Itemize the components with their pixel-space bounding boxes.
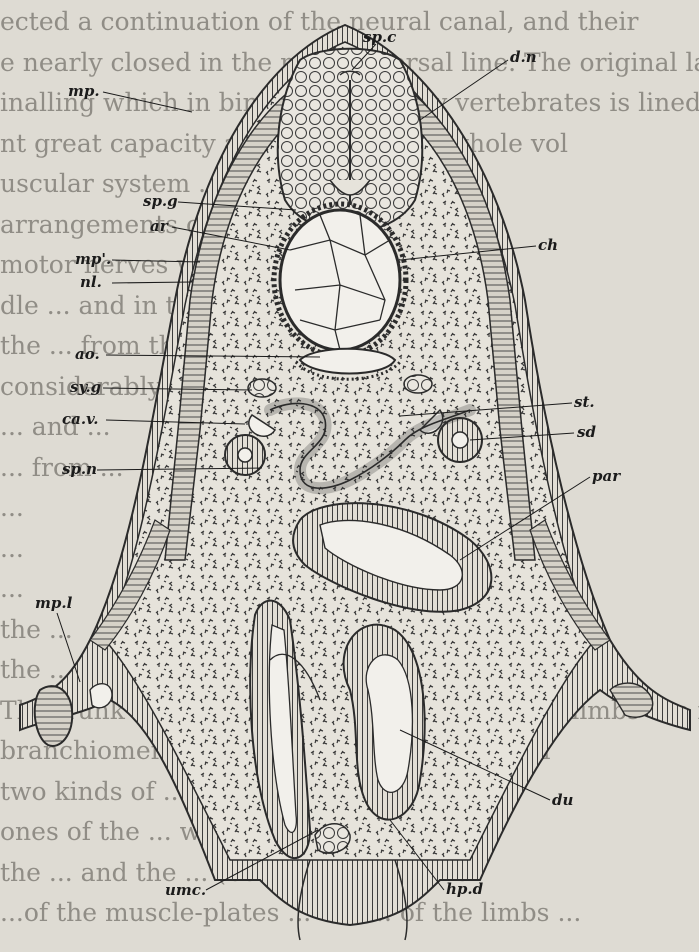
label-spinal-ganglion: sp.g [143,192,178,210]
label-duodenum: du [552,791,573,809]
label-spinal-cord: sp.c [363,28,396,46]
label-muscle-plate: mp. [68,82,100,100]
label-notochord: ch [538,236,558,254]
label-hepatic-duct: hp.d [446,880,484,898]
label-segmental-duct: sd [577,423,596,441]
label-aorta: ao. [75,345,100,363]
label-ar: ar [150,217,169,235]
label-spinal-nerve: sp.n [62,460,97,478]
label-nerve-line: nl. [80,273,102,291]
label-dorsal-nerve: d.n [510,48,537,66]
label-muscle-plate-inner: mp'. [75,250,111,268]
label-sympathetic-ganglion: sy.g [70,378,101,396]
label-umbilical-canal: umc. [165,881,206,899]
label-muscle-plate-limb: mp.l [35,594,73,612]
label-stomach: st. [574,393,595,411]
label-pancreas: par [592,467,621,485]
label-cardinal-vein: ca.v. [62,410,99,428]
